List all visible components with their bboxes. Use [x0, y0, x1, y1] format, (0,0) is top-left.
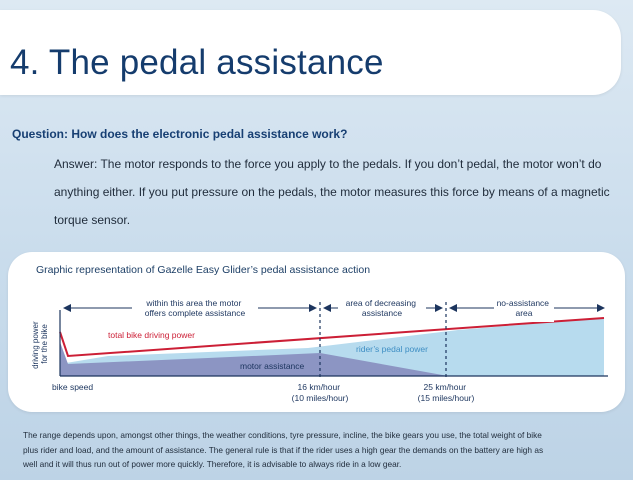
zone-complete-label: within this area the motor offers comple… [145, 298, 246, 318]
total-driving-power-line [59, 317, 605, 358]
motor-assistance-label: motor assistance [240, 361, 305, 371]
y-axis-label: driving power for the bike [31, 319, 49, 369]
chart-panel: Graphic representation of Gazelle Easy G… [8, 252, 625, 412]
x-axis-label: bike speed [52, 382, 93, 392]
pedal-assistance-diagram: within this area the motor offers comple… [31, 296, 608, 403]
footer-line: well and it will thus run out of power m… [23, 459, 402, 469]
answer-paragraph: Answer: The motor responds to the force … [54, 157, 610, 227]
zone-decreasing-label: area of decreasing assistance [346, 298, 419, 318]
pedal-power-label: rider’s pedal power [356, 344, 428, 354]
question-heading: Question: How does the electronic pedal … [12, 127, 348, 141]
footer-line: plus rider and load, and the amount of a… [23, 444, 544, 455]
motor-assistance-area [60, 342, 448, 376]
footer-note: The range depends upon, amongst other th… [23, 428, 623, 472]
tick-16kmh: 16 km/hour (10 miles/hour) [292, 382, 349, 403]
total-power-label: total bike driving power [108, 330, 195, 340]
tick-25kmh: 25 km/hour (15 miles/hour) [418, 382, 475, 403]
zone-none-label: no-assistance area [497, 298, 552, 318]
chart-title: Graphic representation of Gazelle Easy G… [36, 264, 371, 276]
title-banner: 4. The pedal assistance [0, 10, 621, 95]
footer-line: The range depends upon, amongst other th… [23, 430, 542, 440]
page-title: 4. The pedal assistance [10, 43, 384, 82]
